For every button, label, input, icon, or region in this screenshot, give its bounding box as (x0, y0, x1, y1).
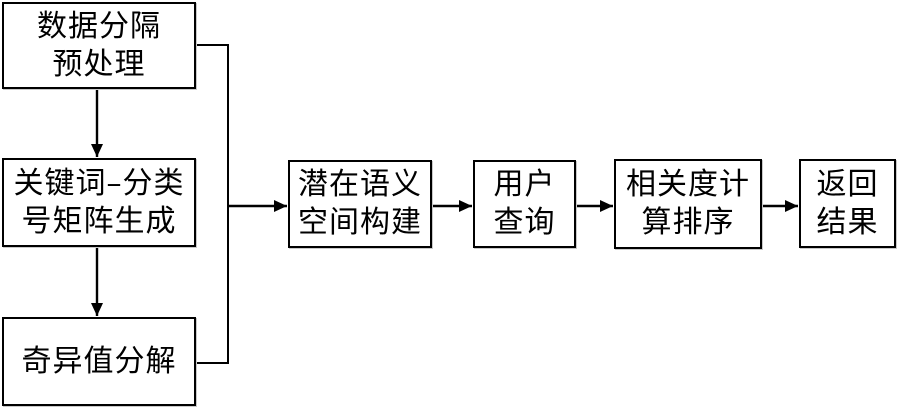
junction-trunk-line (196, 44, 229, 364)
node-data-split-preprocess: 数据分隔 预处理 (2, 2, 196, 89)
node-label: 关键词–分类 号矩阵生成 (13, 165, 185, 239)
node-return-results: 返回 结果 (799, 159, 896, 248)
node-label: 返回 结果 (816, 166, 879, 240)
node-keyword-category-matrix: 关键词–分类 号矩阵生成 (2, 158, 196, 247)
node-label: 相关度计 算排序 (626, 167, 750, 240)
node-label: 潜在语义 空间构建 (298, 167, 422, 240)
node-user-query: 用户 查询 (473, 160, 576, 248)
node-relevance-ranking: 相关度计 算排序 (614, 159, 762, 249)
node-latent-semantic-space: 潜在语义 空间构建 (288, 160, 432, 248)
node-label: 奇异值分解 (21, 343, 177, 379)
node-label: 数据分隔 预处理 (37, 8, 161, 82)
node-label: 用户 查询 (493, 167, 556, 240)
node-svd: 奇异值分解 (2, 317, 196, 406)
